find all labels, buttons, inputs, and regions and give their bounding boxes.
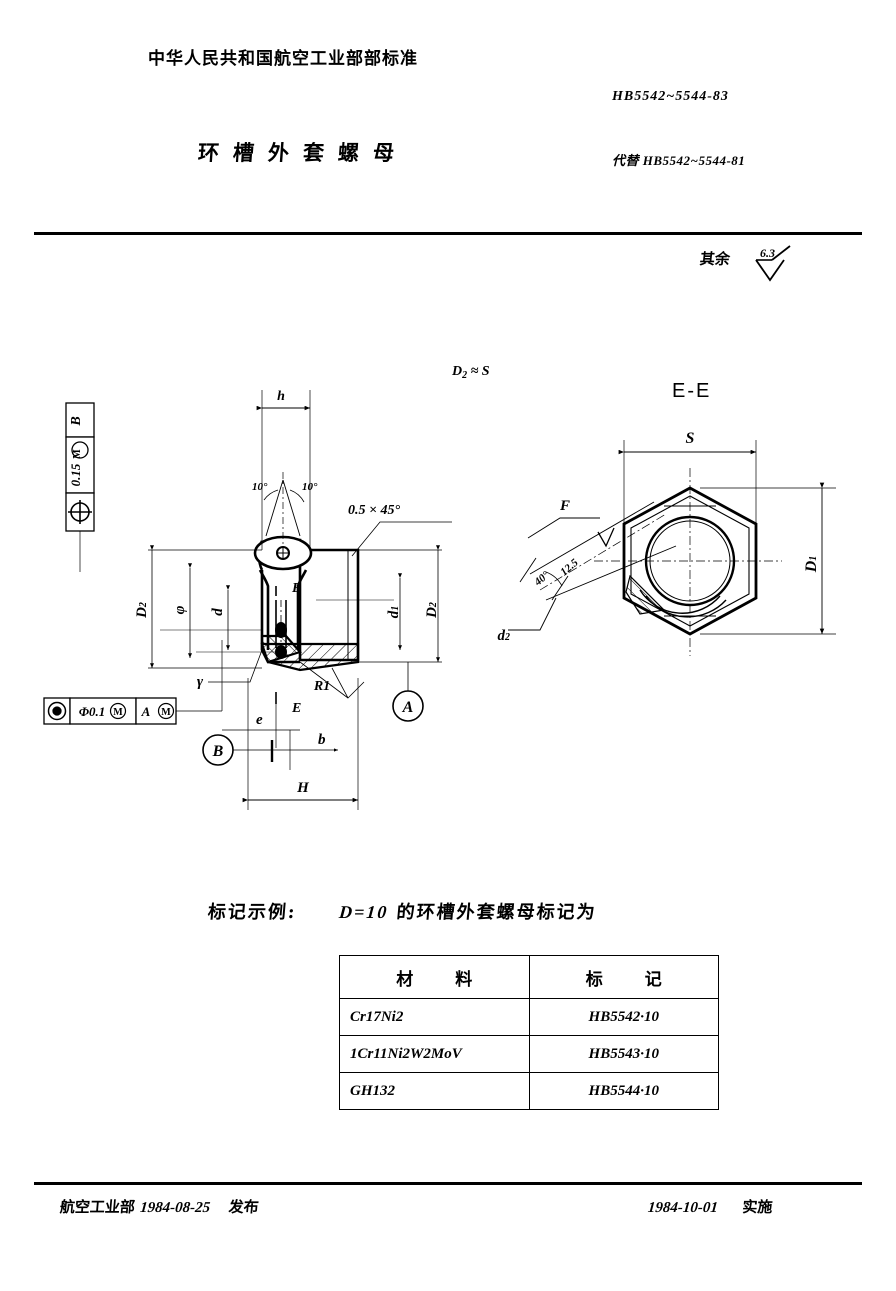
gdt-concentricity-datum: A	[141, 704, 151, 719]
cell-marking: HB5544·10	[528, 1072, 719, 1110]
chamfer-leader	[351, 521, 452, 557]
standard-number: HB5542~5544-83	[612, 89, 729, 104]
dimension-label-S: S	[686, 430, 695, 447]
replaces-standard-number: 代替 HB5542~5544-81	[612, 153, 746, 168]
gdt-position-tolerance: 0.15	[68, 463, 83, 486]
header-divider-rule	[34, 232, 862, 235]
roughness-tick-icon-section	[597, 527, 615, 548]
column-header-marking: 标 记	[528, 955, 719, 999]
marking-example-text: 标记示例: D=10 的环槽外套螺母标记为	[207, 898, 598, 924]
dimension-label-b: b	[318, 732, 326, 748]
gdt-concentricity-frame	[43, 640, 223, 725]
table-row: 1Cr11Ni2W2MoV HB5543·10	[339, 1035, 719, 1073]
dimension-e	[222, 704, 300, 748]
gdt-position-frame	[65, 402, 95, 572]
datum-marker-a	[392, 662, 424, 722]
footer-effective-block: 1984-10-01 实施	[647, 1196, 773, 1217]
datum-b-label: B	[212, 743, 224, 760]
section-label-e-lower: E	[291, 701, 301, 716]
surface-roughness-icon: 6.3	[755, 245, 791, 282]
angle-label-10-right: 10°	[302, 481, 318, 493]
dimension-S	[618, 440, 757, 530]
cell-material: Cr17Ni2	[339, 998, 530, 1036]
material-marking-table: 材 料 标 记 Cr17Ni2 HB5542·10 1Cr11Ni2W2MoV …	[339, 955, 719, 1110]
table-header-row: 材 料 标 记	[339, 955, 719, 999]
dimension-h	[256, 390, 311, 550]
note-d2-approx-s: D2 ≈ S	[451, 364, 490, 381]
cell-marking: HB5543·10	[528, 1035, 719, 1073]
dimension-label-h: h	[277, 389, 285, 404]
technical-drawing-canvas: D2 ≈ S E-E	[43, 364, 836, 810]
dimension-label-D2-right: D2	[424, 602, 440, 619]
dimension-label-D1: D1	[803, 556, 820, 574]
footer-issue-action: 发布	[227, 1198, 260, 1216]
dimension-label-d1: d1	[386, 606, 402, 619]
datum-a-label: A	[402, 699, 414, 716]
tangential-slot-leaders	[508, 501, 677, 631]
angle-leaders-10deg	[263, 472, 305, 550]
svg-text:6.3: 6.3	[760, 246, 775, 260]
footer-issuer: 航空工业部	[59, 1198, 136, 1216]
roughness-label-12-5: 12.5	[558, 556, 581, 578]
leader-r1	[299, 661, 365, 699]
gdt-concentricity-modifier: M	[113, 707, 123, 718]
gdt-position-modifier: M	[72, 449, 83, 459]
standard-title: 环槽外套螺母	[197, 140, 409, 165]
dimension-D1	[700, 482, 836, 635]
chamfer-label: 0.5 × 45°	[348, 503, 400, 518]
ministry-heading: 中华人民共和国航空工业部部标准	[148, 49, 418, 69]
table-row: GH132 HB5544·10	[339, 1072, 719, 1110]
dimension-label-D2-left: D2	[134, 602, 150, 619]
gdt-concentricity-datum-modifier: M	[161, 707, 171, 718]
section-label-e-upper: E	[291, 581, 301, 596]
dimension-label-r1: R1	[313, 679, 330, 694]
section-label-ee: E-E	[672, 380, 711, 402]
cell-material: 1Cr11Ni2W2MoV	[339, 1035, 530, 1073]
table-row: Cr17Ni2 HB5542·10	[339, 998, 719, 1036]
footer-issue-block: 航空工业部 1984-08-25 发布	[59, 1196, 260, 1217]
gdt-position-datum: B	[69, 416, 84, 426]
roughness-note-label: 其余	[699, 250, 731, 268]
dimension-H	[242, 678, 359, 810]
cell-marking: HB5542·10	[528, 998, 719, 1036]
hex-nut-section-geometry	[594, 468, 782, 656]
angle-label-10-left: 10°	[252, 481, 268, 493]
dimension-label-H: H	[296, 780, 310, 796]
nut-main-view-geometry	[253, 535, 360, 672]
marking-example-spec: D=10	[338, 902, 390, 922]
datum-marker-b	[202, 734, 274, 766]
cell-material: GH132	[339, 1072, 530, 1110]
dimension-label-d2: d2	[498, 628, 511, 644]
gdt-concentricity-tolerance: Φ0.1	[79, 704, 106, 719]
footer-effective-action: 实施	[741, 1198, 774, 1216]
leader-gamma	[208, 649, 263, 683]
dimension-label-gamma: γ	[197, 674, 204, 690]
column-header-material: 材 料	[339, 955, 530, 999]
footer-divider-rule	[34, 1182, 862, 1185]
dimension-label-F: F	[559, 498, 570, 514]
marking-example-prefix: 标记示例:	[206, 902, 298, 923]
dimension-label-phi: φ	[172, 605, 188, 614]
right-vertical-dimensions	[316, 545, 442, 663]
dimension-b	[266, 730, 338, 770]
left-vertical-dimensions	[148, 545, 286, 669]
footer-effective-date: 1984-10-01	[647, 1200, 719, 1216]
footer-issue-date: 1984-08-25	[139, 1200, 211, 1216]
dimension-label-d: d	[210, 608, 226, 616]
marking-example-suffix: 的环槽外套螺母标记为	[395, 902, 598, 923]
dimension-label-e: e	[256, 712, 263, 728]
